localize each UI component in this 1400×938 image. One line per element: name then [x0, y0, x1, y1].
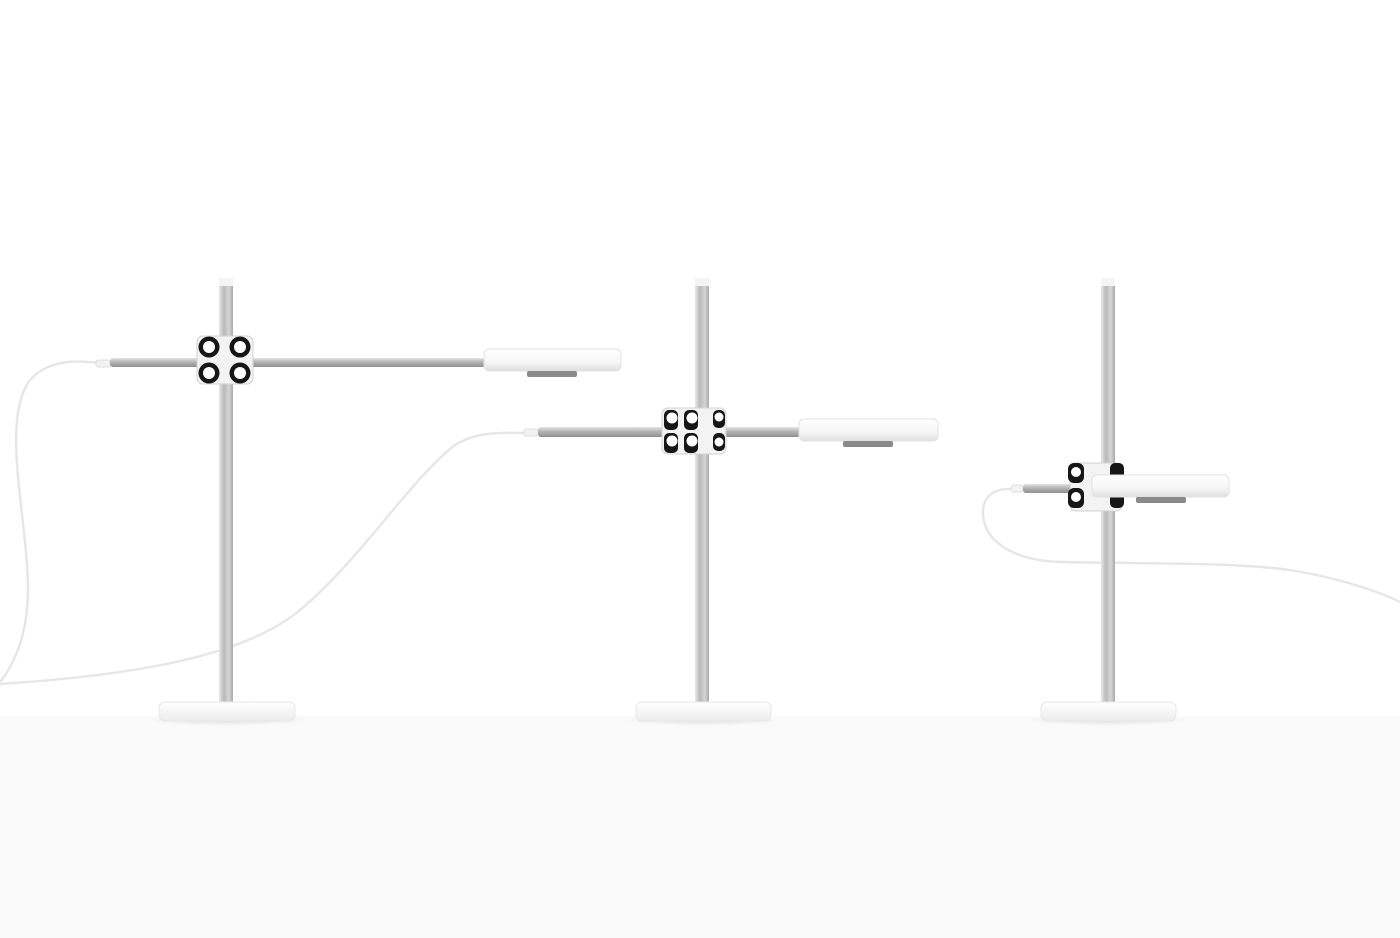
lamp-pole [695, 280, 709, 704]
lamp-base [635, 701, 772, 722]
cable-plug [523, 428, 539, 437]
cable-plug [1010, 484, 1024, 493]
power-cable [981, 487, 1400, 604]
lamp-lens [843, 441, 893, 447]
lamp-arm-low [981, 278, 1400, 726]
lamp-head [1091, 474, 1230, 498]
lamp-lens [1136, 497, 1186, 503]
joint-knobs [661, 407, 727, 455]
lamp-base [158, 701, 296, 722]
lamp-pole [219, 280, 233, 704]
joint-knobs [196, 335, 254, 385]
pole-cap [219, 278, 233, 286]
floor-plane [0, 716, 1400, 938]
pole-cap [1101, 278, 1115, 286]
pole-cap [695, 278, 709, 286]
lamp-head [483, 348, 622, 372]
lamp-arm-high [0, 278, 622, 726]
cable-plug [95, 359, 111, 368]
lamp-arm-middle [523, 278, 939, 726]
power-cable-floor [0, 431, 536, 686]
lamp-arm [110, 358, 494, 367]
power-cable [0, 360, 108, 683]
lamp-lens [527, 371, 577, 377]
lamp-base [1040, 701, 1177, 722]
lamp-head [798, 418, 939, 442]
